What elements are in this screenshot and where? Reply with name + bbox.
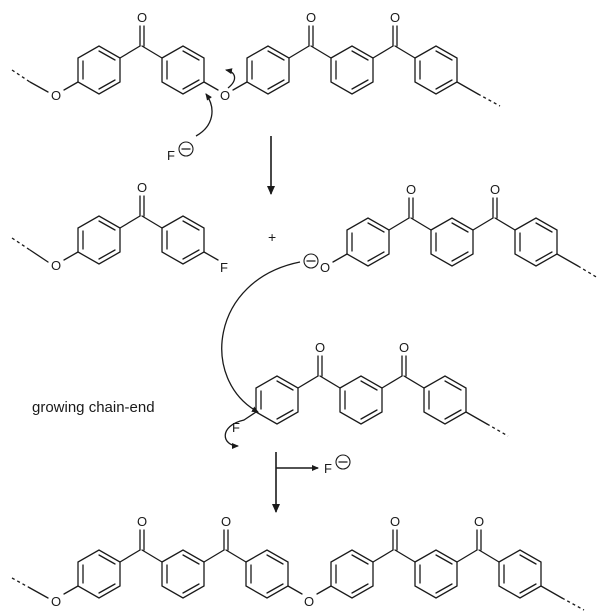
benzene-ring (77, 215, 121, 265)
benzene-ring-5 (414, 45, 458, 95)
benzene-ring (161, 549, 205, 599)
negative-charge-icon (303, 253, 319, 269)
benzene-ring (414, 549, 458, 599)
growing-chain-end-label: growing chain-end (32, 399, 155, 416)
benzene-ring (77, 549, 121, 599)
plus-sign: + (268, 229, 276, 245)
benzene-ring-3 (246, 45, 290, 95)
benzene-ring (245, 549, 289, 599)
fluoride-product: F (324, 461, 332, 476)
oxygen-atom: O (51, 594, 61, 609)
attack-curve-arrow (221, 261, 301, 413)
negative-charge-icon (178, 141, 194, 157)
carbonyl-oxygen: O (474, 514, 484, 529)
benzene-ring (255, 375, 299, 425)
carbonyl-oxygen: O (490, 182, 500, 197)
new-ether-oxygen: O (304, 594, 314, 609)
row2-phenoxide-fragment: O O O (303, 182, 599, 279)
row1-polymer: O O O O (11, 10, 501, 163)
ether-oxygen: O (220, 88, 230, 103)
benzene-ring (430, 217, 474, 267)
negative-charge-icon (335, 454, 351, 470)
carbonyl-oxygen: O (390, 10, 400, 25)
carbonyl-oxygen: O (137, 514, 147, 529)
carbonyl-oxygen: O (306, 10, 316, 25)
fluorine-atom: F (232, 420, 240, 435)
benzene-ring (339, 375, 383, 425)
benzene-ring-1 (77, 45, 121, 95)
oxygen-atom: O (51, 258, 61, 273)
carbonyl-oxygen: O (406, 182, 416, 197)
row4-polymer: O O O O (11, 514, 585, 611)
carbonyl-oxygen: O (390, 514, 400, 529)
benzene-ring (346, 217, 390, 267)
benzene-ring (498, 549, 542, 599)
fluorine-atom: F (220, 260, 228, 275)
carbonyl-oxygen: O (221, 514, 231, 529)
oxygen-atom: O (51, 88, 61, 103)
carbonyl-oxygen: O (137, 10, 147, 25)
row3-chain-end: F O O (224, 340, 509, 449)
benzene-ring (161, 215, 205, 265)
carbonyl-oxygen: O (399, 340, 409, 355)
benzene-ring (423, 375, 467, 425)
benzene-ring (330, 549, 374, 599)
leaving-group-curve-arrow (224, 419, 245, 449)
benzene-ring-2 (161, 45, 205, 95)
phenoxide-oxygen: O (320, 260, 330, 275)
carbonyl-oxygen: O (137, 180, 147, 195)
benzene-ring-4 (330, 45, 374, 95)
benzene-ring (514, 217, 558, 267)
fluorine-atom: F (167, 148, 175, 163)
row2-fluoro-fragment: O O F (11, 180, 228, 275)
carbonyl-oxygen: O (315, 340, 325, 355)
